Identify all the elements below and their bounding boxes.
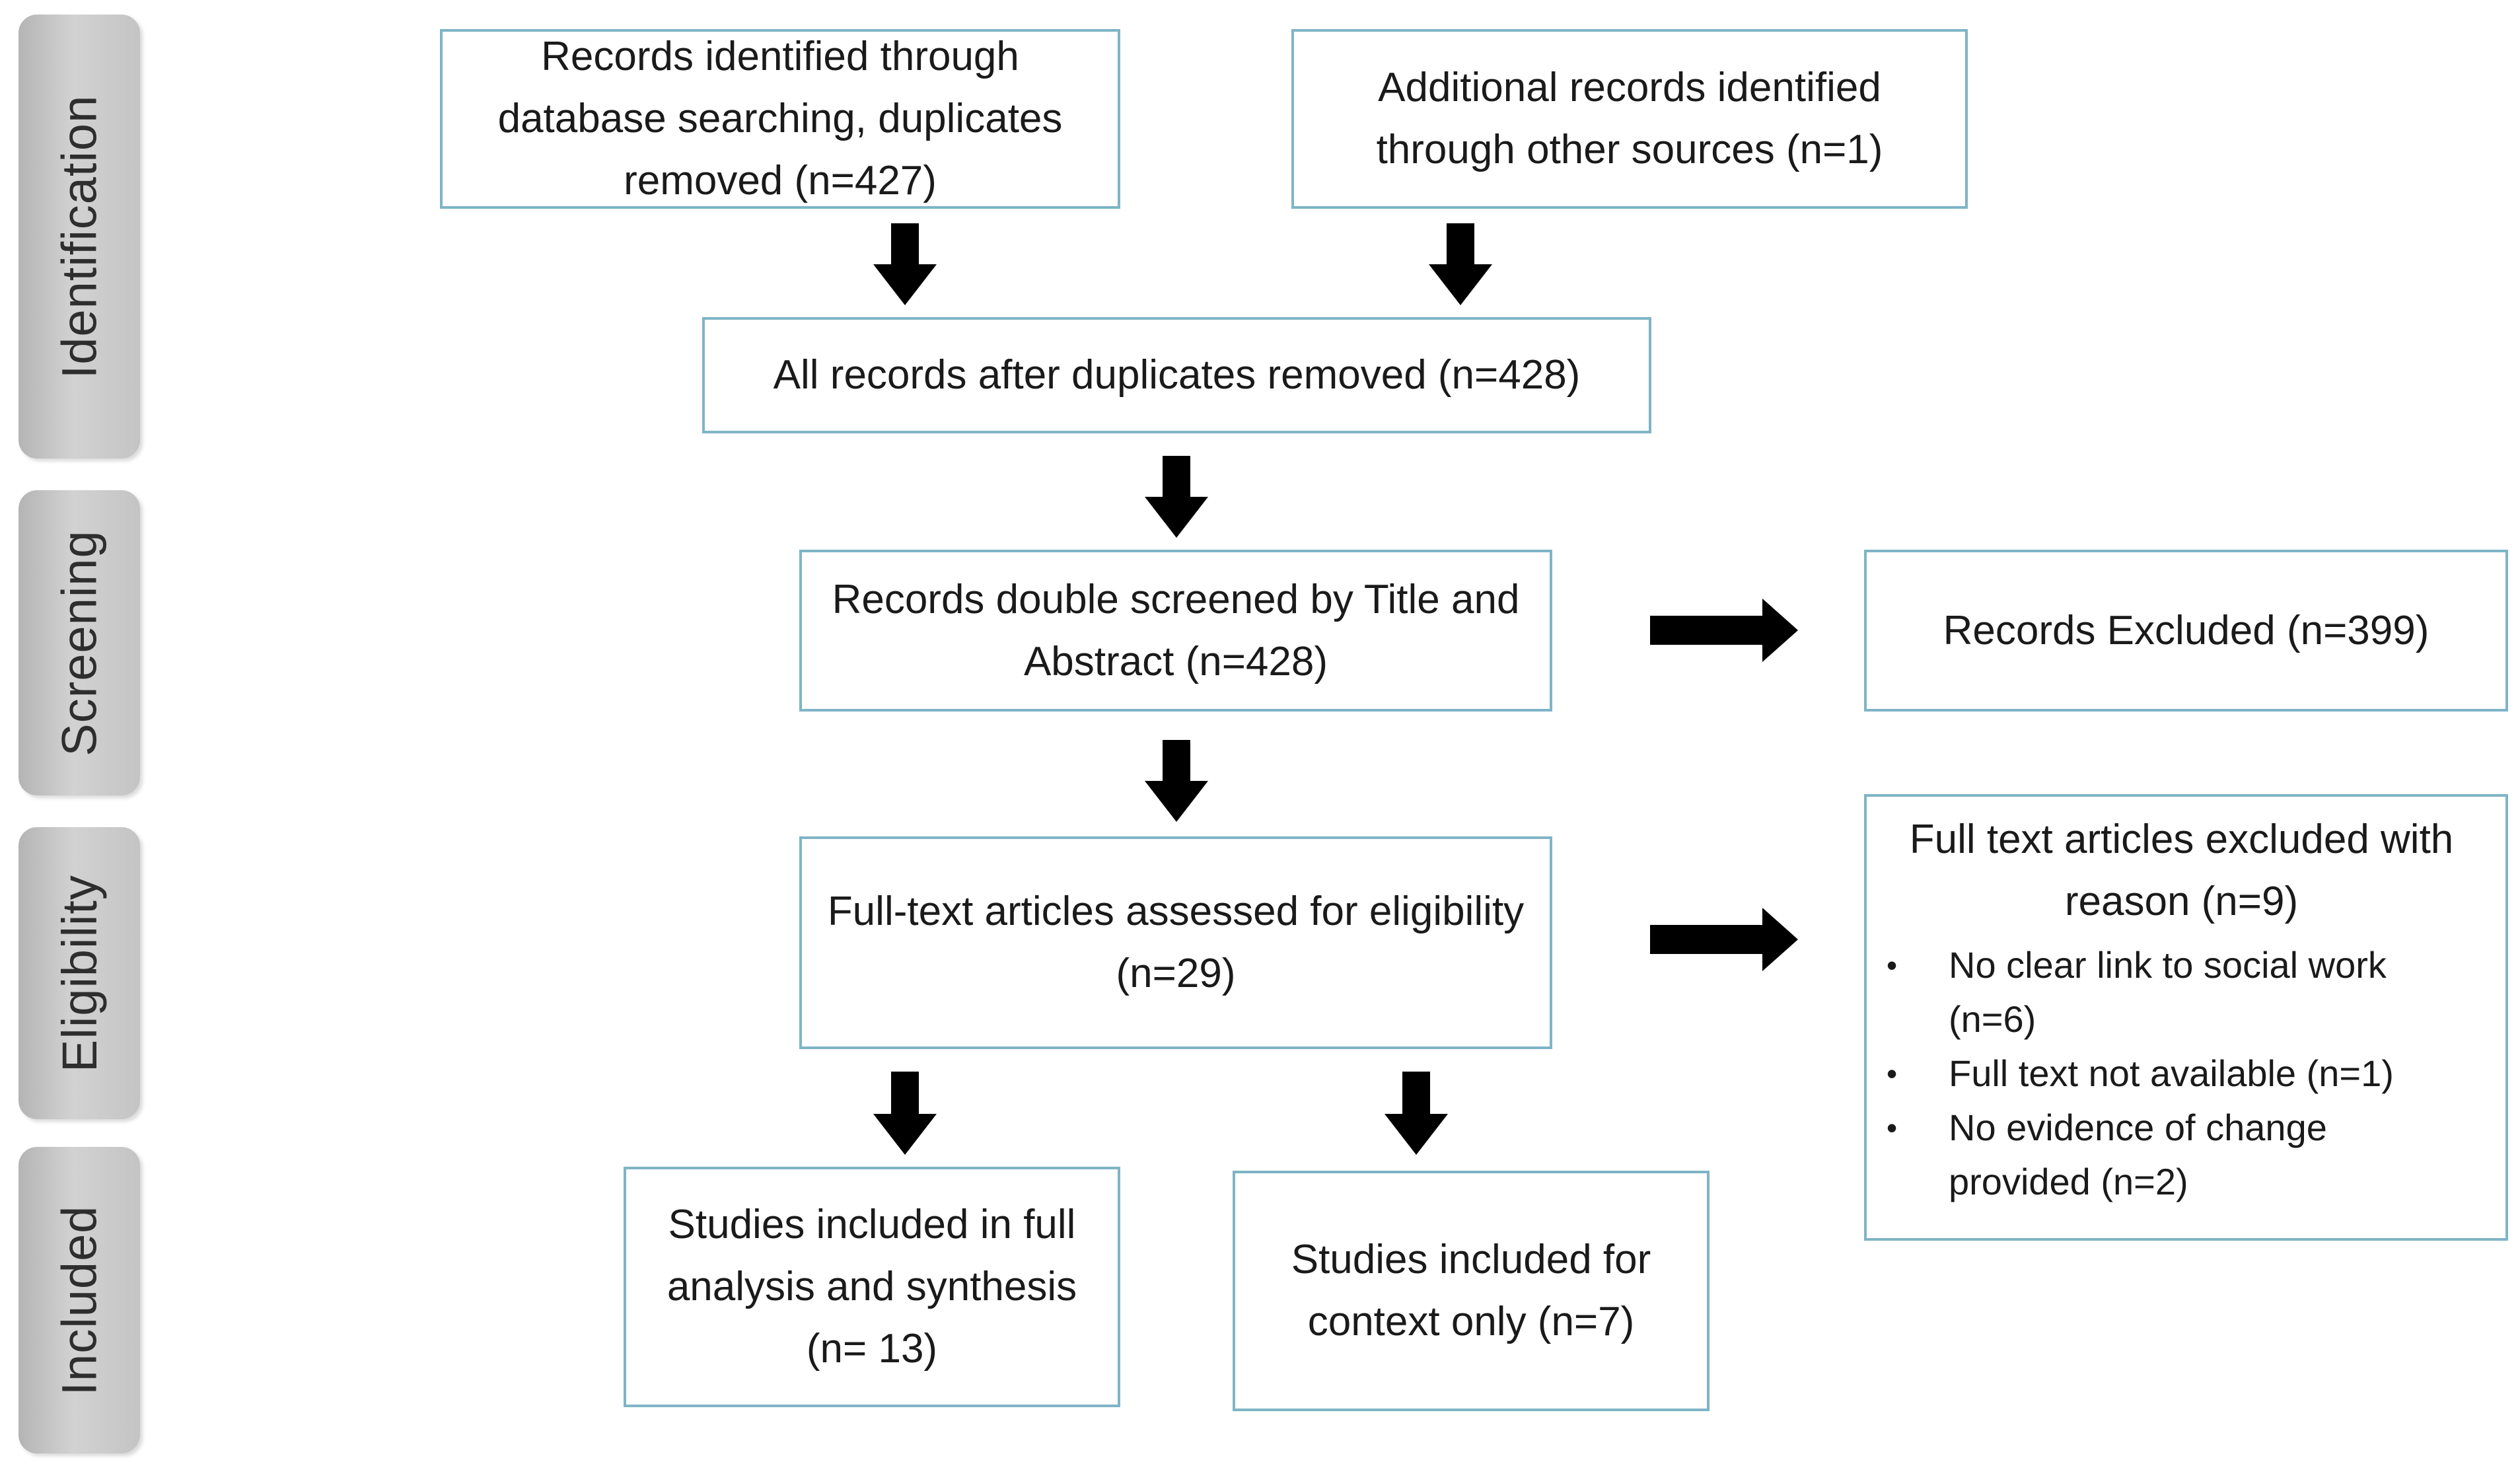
stage-included: Included [18,1147,140,1453]
box-fulltext-assessed: Full-text articles assessed for eligibil… [799,836,1552,1049]
arrow-down-screened [1145,740,1208,822]
stage-identification: Identification [18,15,140,458]
exclusion-reason-item: No evidence of change provided (n=2) [1884,1101,2479,1209]
box-records-excluded: Records Excluded (n=399) [1864,550,2508,712]
arrow-down-after-duplicates [1145,456,1208,538]
box-fulltext-excluded: Full text articles excluded with reason … [1864,794,2508,1241]
arrow-down-other-sources [1429,223,1492,305]
exclusion-reasons-list: No clear link to social work (n=6) Full … [1884,938,2479,1209]
stage-eligibility: Eligibility [18,827,140,1119]
box-other-sources-text: Additional records identified through ot… [1376,65,1883,172]
box-screened-text: Records double screened by Title and Abs… [832,576,1520,684]
box-after-duplicates: All records after duplicates removed (n=… [702,317,1651,433]
box-other-sources: Additional records identified through ot… [1291,29,1968,209]
arrow-down-to-included-context [1385,1072,1448,1155]
box-included-full-analysis-text: Studies included in full analysis and sy… [666,1202,1077,1372]
exclusion-reason-item: Full text not available (n=1) [1884,1046,2479,1101]
box-screened: Records double screened by Title and Abs… [799,550,1552,712]
box-after-duplicates-text: All records after duplicates removed (n=… [773,352,1581,398]
box-database-records-text: Records identified through database sear… [497,34,1063,203]
fulltext-excluded-title: Full text articles excluded with reason … [1909,817,2454,924]
box-fulltext-assessed-text: Full-text articles assessed for eligibil… [827,889,1525,996]
arrow-right-to-excluded [1650,599,1798,662]
arrow-down-to-included-full [873,1072,937,1155]
box-records-excluded-text: Records Excluded (n=399) [1943,607,2430,653]
arrow-right-to-fulltext-excluded [1650,908,1798,971]
box-database-records: Records identified through database sear… [440,29,1120,209]
arrow-down-database [873,223,937,305]
box-included-full-analysis: Studies included in full analysis and sy… [624,1167,1120,1407]
box-included-context-text: Studies included for context only (n=7) [1291,1237,1651,1344]
exclusion-reason-item: No clear link to social work (n=6) [1884,938,2479,1046]
stage-screening: Screening [18,490,140,795]
box-included-context: Studies included for context only (n=7) [1233,1171,1710,1411]
